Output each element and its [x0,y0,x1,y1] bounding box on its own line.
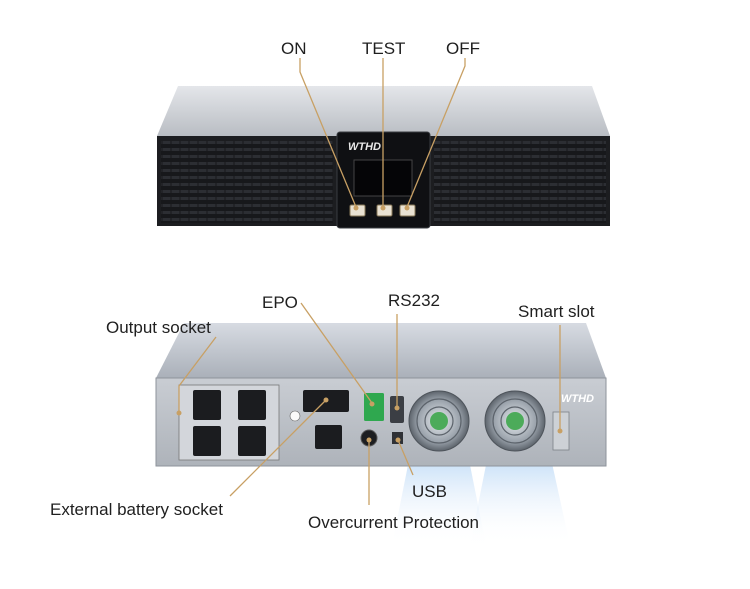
output-socket [238,390,266,420]
rear-view-ups: WTHD [155,323,607,467]
front-callout-dots [353,205,410,211]
rs232-label: RS232 [388,291,440,310]
ac-input-inlet [315,425,342,449]
epo-terminal[interactable] [364,393,384,421]
on-label: ON [281,39,307,58]
off-label: OFF [446,39,480,58]
usb-callout-line [397,439,414,476]
front-left-grille [161,141,333,223]
on-callout-line [299,58,357,208]
smart-slot-label: Smart slot [518,302,595,321]
cooling-fan [484,390,546,452]
output-socket [238,426,266,456]
test-label: TEST [362,39,406,58]
front-callout-lines [299,58,466,208]
rear-brand-logo: WTHD [561,393,594,405]
overcurrent-protection-label: Overcurrent Protection [308,513,480,532]
off-callout-line [406,58,466,208]
epo-callout-line [300,302,373,404]
output-sockets [193,390,266,456]
cooling-fan [408,390,470,452]
usb-label: USB [412,482,447,501]
output-socket [193,390,221,420]
output-socket-label: Output socket [106,318,211,337]
rear-chassis-top [156,323,606,378]
external-battery-socket-label: External battery socket [50,500,223,519]
rear-callout-lines [178,302,561,505]
output-socket [193,426,221,456]
front-brand-logo: WTHD [348,141,381,153]
fan-airflow-effect [392,445,570,545]
rear-callout-dots [176,397,563,443]
warning-sticker [289,410,301,422]
epo-label: EPO [262,293,298,312]
front-right-grille [434,141,606,223]
external-battery-callout-line [229,399,327,497]
output-socket-callout-line [178,336,217,412]
